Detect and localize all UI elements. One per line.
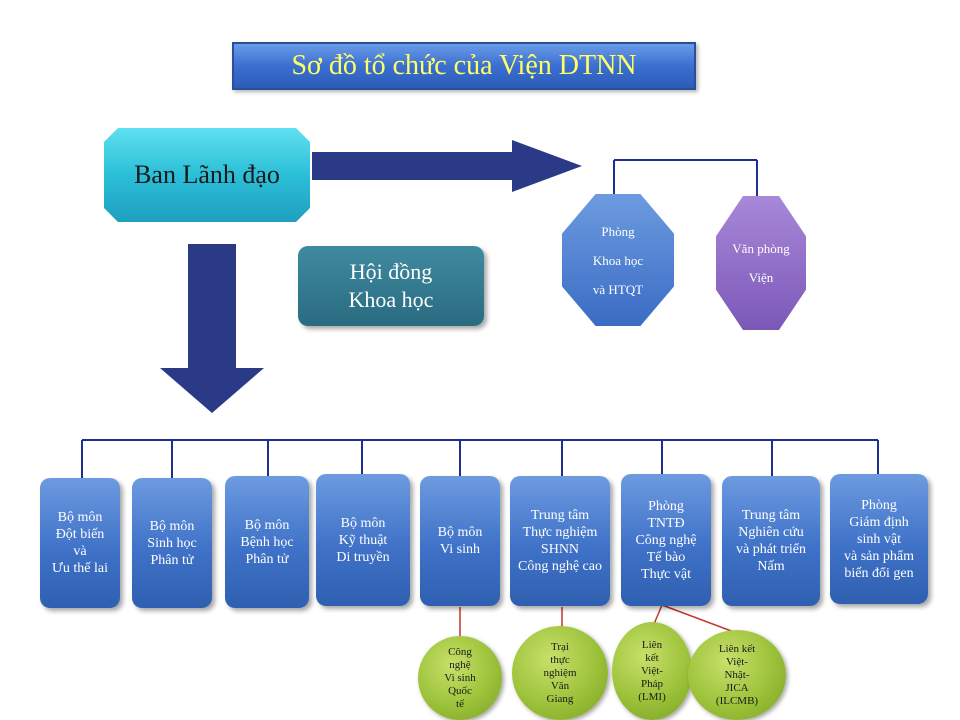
dept-molecular-pathology: Bộ môn Bệnh học Phân tử (225, 476, 309, 608)
office-institute: Văn phòng Viện (716, 196, 806, 330)
arrow-right-shape (312, 140, 582, 192)
unit-connectors (459, 604, 735, 636)
dept-mushroom-center: Trung tâm Nghiên cứu và phát triển Nấm (722, 476, 820, 606)
department-bus (81, 439, 879, 478)
dept-gmo-inspection: Phòng Giám định sinh vật và sản phẩm biế… (830, 474, 928, 604)
office-bracket (613, 159, 758, 197)
unit-intl-microbiology: Công nghệ Vi sinh Quốc tế (418, 636, 502, 720)
science-council-box: Hội đồng Khoa học (298, 246, 484, 326)
page-title: Sơ đồ tổ chức của Viện DTNN (232, 42, 696, 90)
dept-molecular-biology: Bộ môn Sinh học Phân tử (132, 478, 212, 608)
office-science-intl: Phòng Khoa học và HTQT (562, 194, 674, 326)
unit-van-giang-farm: Trại thực nghiệm Văn Giang (512, 626, 608, 720)
dept-genetic-engineering: Bộ môn Kỹ thuật Di truyền (316, 474, 410, 606)
leadership-box: Ban Lãnh đạo (104, 128, 310, 222)
dept-plant-cell-lab: Phòng TNTĐ Công nghệ Tế bào Thực vật (621, 474, 711, 606)
unit-lmi-link: Liên kết Việt- Pháp (LMI) (612, 622, 692, 720)
unit-jica-link: Liên kết Việt- Nhật- JICA (ILCMB) (688, 630, 786, 720)
dept-hightech-center: Trung tâm Thực nghiệm SHNN Công nghệ cao (510, 476, 610, 606)
dept-microbiology: Bộ môn Vi sinh (420, 476, 500, 606)
dept-mutation: Bộ môn Đột biến và Ưu thế lai (40, 478, 120, 608)
arrow-down-shape (160, 244, 264, 413)
